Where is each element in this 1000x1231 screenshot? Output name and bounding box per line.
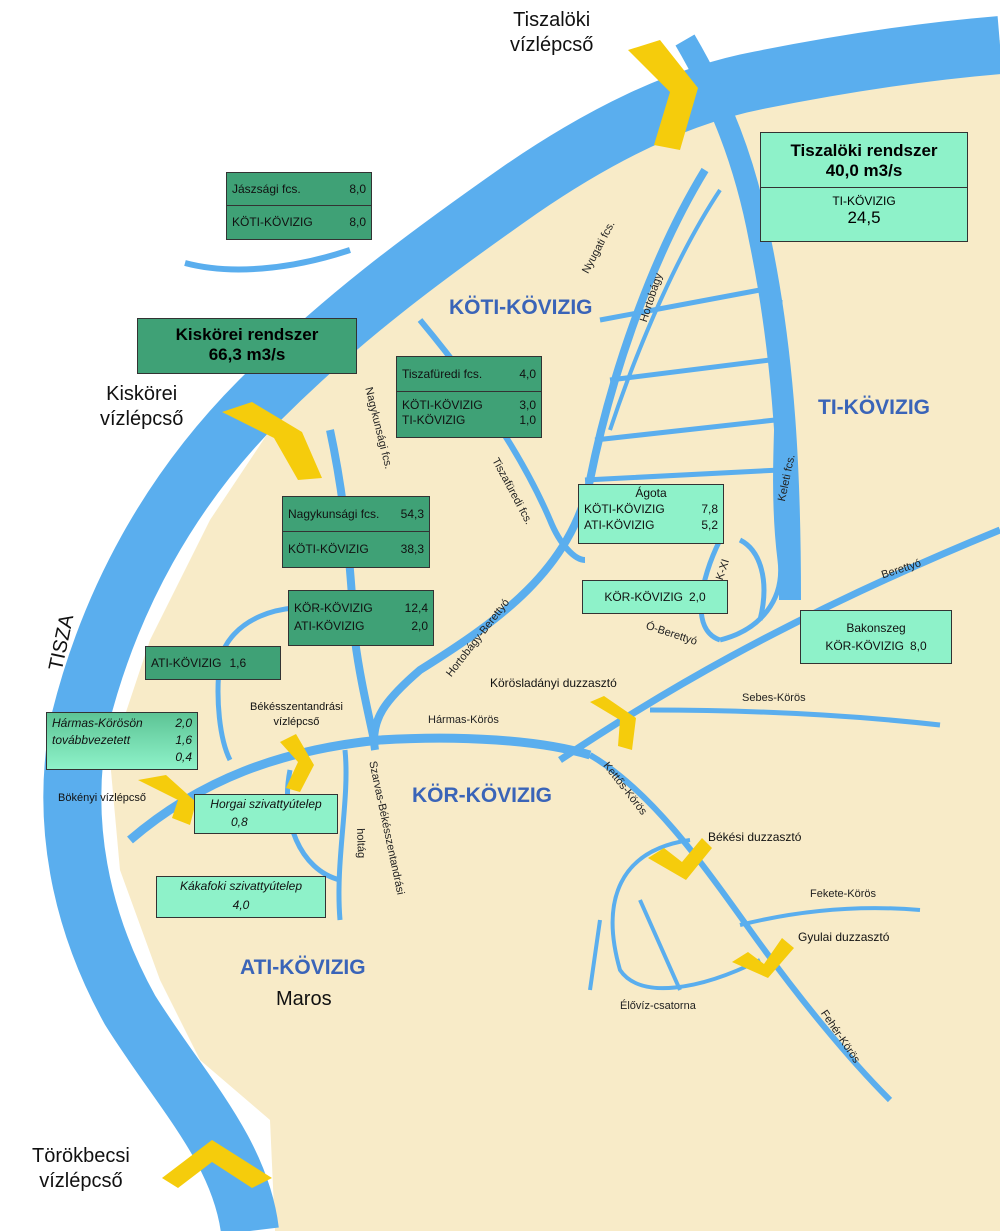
region-kor: KÖR-KÖVIZIG [412,784,552,807]
label-bekesi-dam: Békési duzzasztó [708,830,802,844]
horgai-box: Horgai szivattyútelep 0,8 [194,794,338,834]
berettyo-river [558,526,1000,763]
label-holtag: holtág [354,828,368,859]
label-harmas-koros: Hármas-Körös [428,714,499,726]
label-kiskorei-dam: Kiskörei vízlépcső [100,383,184,430]
tiszaloki-system-box: Tiszalöki rendszer 40,0 m3/s TI-KÖVIZIG … [760,132,968,242]
bokenyi-dam-icon [138,775,196,825]
bekesi-dam-icon [648,838,712,880]
fekete-koros-river [739,906,921,927]
kiskorei-dam-icon [222,402,322,480]
eloviz-canal [610,838,761,991]
korosladanyi-dam-icon [590,696,636,750]
label-sebes-koros: Sebes-Körös [742,692,806,704]
label-maros: Maros [276,988,332,1010]
label-bokenyi-dam: Bökényi vízlépcső [58,792,147,804]
label-bekesszentandrasi-dam: Békésszentandrási vízlépcső [250,701,343,728]
label-gyulai-dam: Gyulai duzzasztó [798,930,890,944]
bekesszentandrasi-dam-icon [280,734,314,792]
region-koti: KÖTI-KÖVIZIG [449,296,593,319]
torokbecsi-dam-icon [162,1140,272,1188]
tisza-east-branch [675,34,801,601]
kettos-feher-koros [588,752,893,1103]
sebes-koros-river [649,707,941,728]
kiskorei-system-box: Kiskörei rendszer 66,3 m3/s [137,318,357,374]
label-korosladanyi-dam: Körösladányi duzzasztó [490,676,617,690]
label-fekete-koros: Fekete-Körös [810,888,877,900]
jaszsagi-canal [184,247,351,273]
gyulai-dam-icon [732,938,794,978]
label-eloviz: Élővíz-csatorna [620,1000,696,1012]
region-ti: TI-KÖVIZIG [818,396,930,419]
region-ati: ATI-KÖVIZIG [240,956,366,979]
kakafoki-box: Kákafoki szivattyútelep 4,0 [156,876,326,918]
szarvas-holtag [336,749,349,921]
hortobagy-channel [608,188,722,431]
tiszaloki-dam-icon [628,40,698,150]
label-torokbecsi-dam: Törökbecsi vízlépcső [32,1145,130,1192]
label-tiszaloki-dam: Tiszalöki vízlépcső [510,9,594,56]
